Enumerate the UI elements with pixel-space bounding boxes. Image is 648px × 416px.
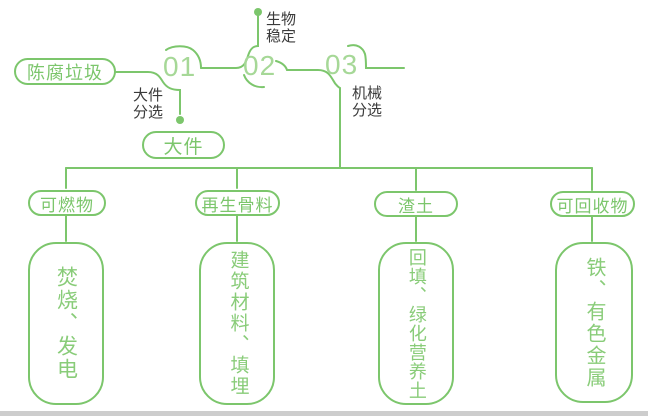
result-text: 回填、绿化营养土 — [406, 247, 427, 400]
arc-01-top — [165, 45, 202, 69]
result-text: 焚烧、发电 — [54, 266, 78, 381]
branch-drops — [65, 167, 593, 191]
connector-dot-bulky — [176, 116, 184, 124]
step-label-bio-stabilization: 生物 稳定 — [266, 11, 297, 45]
category-label: 再生骨料 — [201, 195, 274, 215]
line-source-to-01 — [115, 71, 181, 115]
node-result-incineration: 焚烧、发电 — [28, 242, 104, 405]
arc-03-top — [347, 44, 405, 69]
node-result-construction: 建筑材料、填埋 — [199, 242, 275, 405]
bottom-edge-bar — [0, 411, 648, 416]
category-label: 可燃物 — [40, 195, 94, 215]
step-number-02: 02 — [243, 50, 277, 81]
node-bulky-label: 大件 — [163, 136, 204, 158]
node-category-slag-soil: 渣土 — [374, 191, 458, 217]
node-result-backfill: 回填、绿化营养土 — [378, 242, 454, 405]
node-bulky: 大件 — [142, 131, 225, 159]
line-01-to-02 — [200, 15, 259, 69]
node-category-recyclable: 可回收物 — [550, 191, 635, 217]
node-category-combustible: 可燃物 — [28, 190, 106, 216]
result-text: 建筑材料、填埋 — [227, 250, 249, 397]
category-label: 可回收物 — [556, 196, 629, 216]
node-source: 陈腐垃圾 — [14, 58, 116, 85]
step-label-mechanical-sorting: 机械 分选 — [352, 85, 383, 119]
step-number-03: 03 — [325, 49, 359, 80]
connector-dot-biostab — [254, 8, 262, 16]
step-label-bulky-sorting: 大件 分选 — [133, 87, 164, 121]
flow-line-group — [65, 8, 593, 242]
arc-02-bottom — [243, 74, 265, 89]
node-category-recycled-aggregate: 再生骨料 — [195, 190, 280, 216]
result-text: 铁、有色金属 — [583, 256, 605, 389]
line-02-to-03 — [275, 60, 341, 169]
node-source-label: 陈腐垃圾 — [27, 62, 103, 83]
step-number-01: 01 — [163, 51, 197, 82]
pill-box-connectors — [65, 215, 593, 242]
node-result-metals: 铁、有色金属 — [555, 242, 633, 403]
category-label: 渣土 — [398, 196, 434, 216]
